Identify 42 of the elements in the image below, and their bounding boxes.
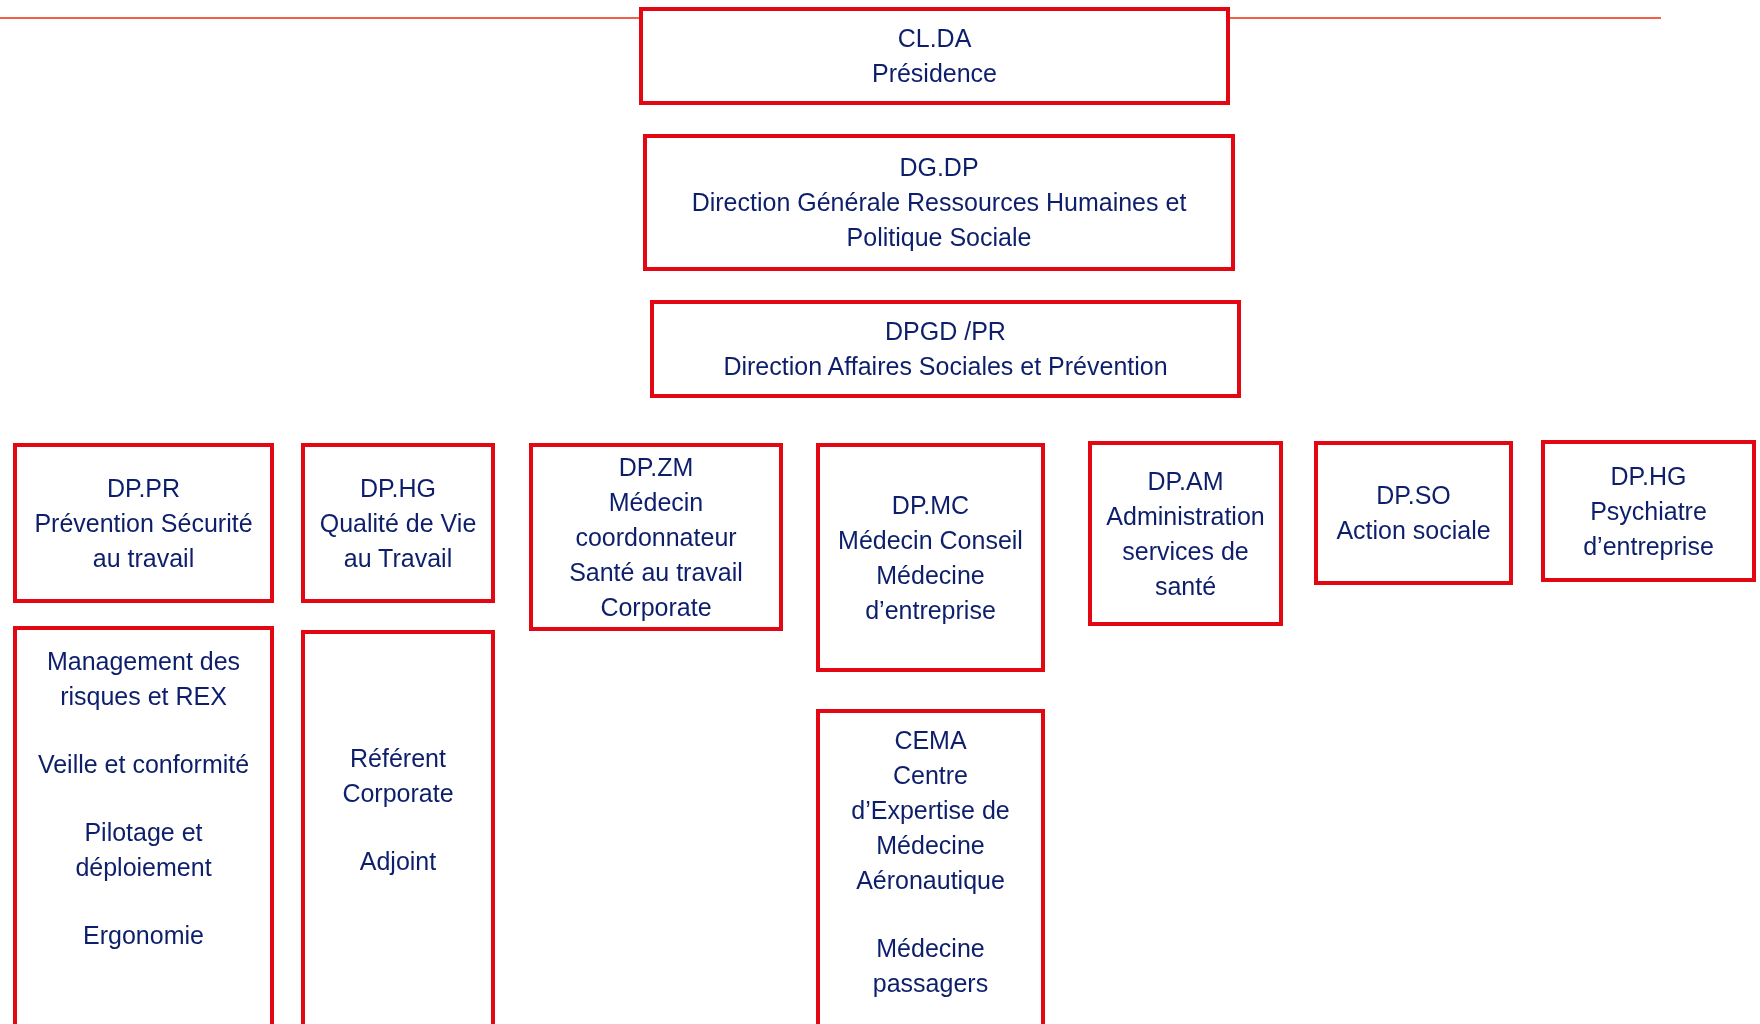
box-text: Veille et conformité bbox=[37, 749, 250, 780]
box-title: DP.ZM bbox=[618, 451, 694, 483]
box-title: DP.PR bbox=[106, 472, 181, 504]
box-text: Psychiatre d’entreprise bbox=[1582, 495, 1715, 562]
box-text: Management des risques et REX bbox=[45, 646, 242, 712]
box-title: DP.AM bbox=[1147, 465, 1224, 497]
org-box bbox=[1314, 441, 1513, 585]
org-box bbox=[13, 443, 274, 603]
org-box bbox=[650, 300, 1241, 398]
box-text: Référent Corporate bbox=[341, 743, 455, 809]
org-box bbox=[816, 443, 1045, 672]
box-text: Direction Affaires Sociales et Prévention bbox=[723, 351, 1168, 382]
box-text: Centre d’Expertise de Médecine Aéronautique bbox=[850, 760, 1011, 896]
org-box bbox=[529, 443, 783, 631]
box-title: DPGD /PR bbox=[885, 316, 1006, 347]
box-text: Direction Générale Ressources Humaines et Politique Sociale bbox=[690, 187, 1188, 253]
org-box bbox=[816, 709, 1045, 1024]
org-box bbox=[639, 7, 1230, 105]
box-title: DG.DP bbox=[899, 152, 979, 183]
org-box bbox=[13, 626, 274, 1024]
box-title: DP.SO bbox=[1376, 480, 1451, 511]
box-text: Prévention Sécurité au travail bbox=[33, 507, 254, 574]
box-text: Pilotage et déploiement bbox=[74, 817, 213, 883]
box-text: Adjoint bbox=[359, 846, 437, 877]
box-title: DP.HG bbox=[360, 472, 436, 504]
box-text: Action sociale bbox=[1336, 515, 1491, 546]
box-text: CEMA bbox=[894, 725, 967, 756]
org-box bbox=[301, 443, 495, 603]
box-title: DP.HG bbox=[1610, 460, 1687, 492]
box-text: Administration services de santé bbox=[1105, 500, 1266, 602]
box-text: Médecin Conseil Médecine d’entreprise bbox=[837, 524, 1024, 626]
box-text: Qualité de Vie au Travail bbox=[318, 507, 478, 574]
org-box bbox=[1088, 441, 1283, 626]
box-title: DP.MC bbox=[891, 489, 970, 521]
org-box bbox=[1541, 440, 1756, 582]
box-text: Médecine passagers bbox=[871, 933, 990, 999]
org-box bbox=[301, 630, 495, 1024]
box-title: CL.DA bbox=[897, 23, 972, 54]
box-text: Ergonomie bbox=[83, 920, 204, 951]
box-text: Médecin coordonnateur Santé au travail Corporate bbox=[568, 486, 744, 623]
org-box bbox=[643, 134, 1235, 271]
box-text: Présidence bbox=[871, 58, 998, 89]
